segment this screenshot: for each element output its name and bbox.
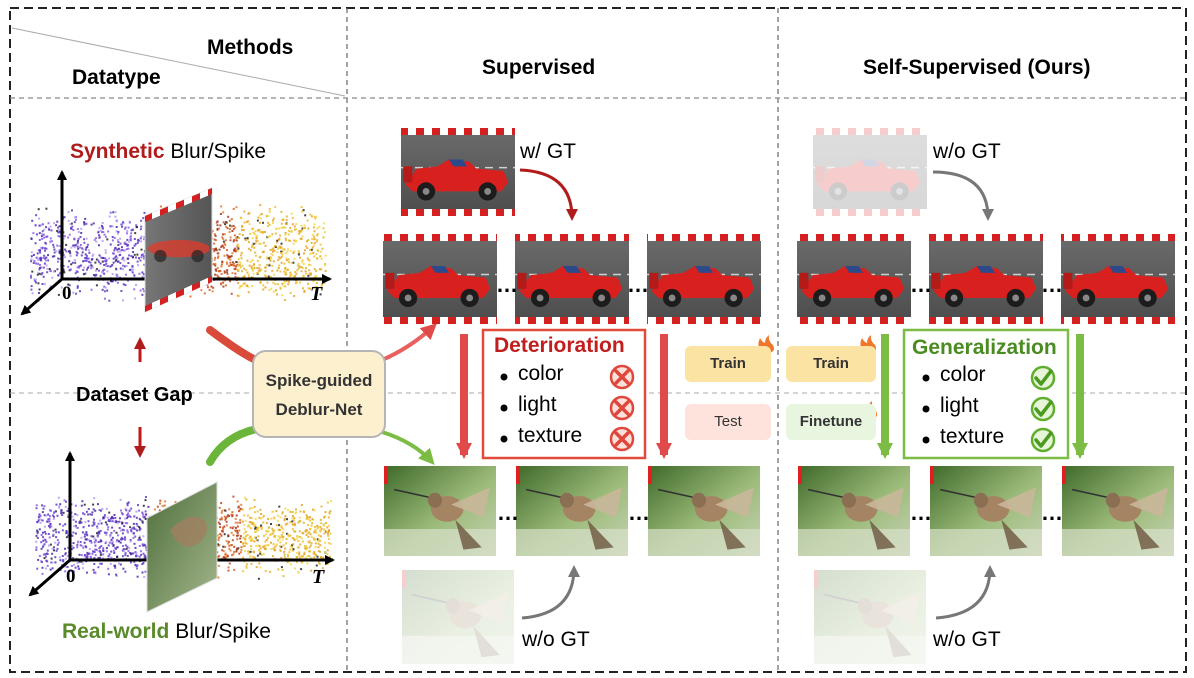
axis-origin-label: 0 xyxy=(66,566,76,588)
connector-real-to-net xyxy=(210,428,262,462)
axis-origin-label: 0 xyxy=(62,283,72,305)
methods-label: Methods xyxy=(207,36,293,60)
nogt-arrow xyxy=(522,568,574,618)
train-tag: Train xyxy=(786,346,876,382)
ellipsis: … xyxy=(497,500,518,526)
self-supervised-header: Self-Supervised (Ours) xyxy=(863,56,1091,80)
gt-arrow xyxy=(520,170,572,218)
det-item: light xyxy=(518,393,557,417)
self-gt-label: w/o GT xyxy=(933,140,1001,164)
sup-nogt-label: w/o GT xyxy=(522,628,590,652)
gen-item: light xyxy=(940,394,979,418)
check-icon xyxy=(1032,429,1054,451)
axis-t-label: T xyxy=(312,566,324,589)
supervised-header: Supervised xyxy=(482,56,595,80)
self-gt-arrow xyxy=(933,172,988,218)
self-nogt-arrow xyxy=(936,568,990,618)
cross-icon xyxy=(611,397,633,419)
connector-net-to-syn xyxy=(382,326,434,360)
header-diagonal xyxy=(12,28,345,96)
check-icon xyxy=(1032,367,1054,389)
datatype-label: Datatype xyxy=(72,66,161,90)
ellipsis: … xyxy=(496,272,517,298)
gen-item: texture xyxy=(940,425,1004,449)
train-tag: Train xyxy=(685,346,771,382)
ellipsis: … xyxy=(910,500,931,526)
synthetic-caption: Synthetic Blur/Spike xyxy=(70,140,266,164)
net-line2: Deblur-Net xyxy=(254,395,384,424)
ellipsis: … xyxy=(628,500,649,526)
finetune-tag: Finetune xyxy=(786,404,876,440)
axis-t-label: T xyxy=(310,283,322,306)
ellipsis: … xyxy=(910,272,931,298)
deblur-net-box: Spike-guided Deblur-Net xyxy=(252,350,386,438)
ellipsis: … xyxy=(627,272,648,298)
dataset-gap-label: Dataset Gap xyxy=(76,384,193,407)
self-nogt-label: w/o GT xyxy=(933,628,1001,652)
sup-gt-label: w/ GT xyxy=(520,140,576,164)
det-item: color xyxy=(518,362,564,386)
real-caption: Real-world Blur/Spike xyxy=(62,620,271,644)
connector-net-to-real xyxy=(382,432,432,462)
net-line1: Spike-guided xyxy=(254,366,384,395)
cross-icon xyxy=(611,366,633,388)
ellipsis: … xyxy=(1041,500,1062,526)
cross-icon xyxy=(611,428,633,450)
generalization-title: Generalization xyxy=(912,336,1057,360)
deterioration-title: Deterioration xyxy=(494,334,625,358)
ellipsis: … xyxy=(1041,272,1062,298)
real-axes xyxy=(30,453,333,612)
gen-item: color xyxy=(940,363,986,387)
check-icon xyxy=(1032,398,1054,420)
test-tag: Test xyxy=(685,404,771,440)
det-item: texture xyxy=(518,424,582,448)
